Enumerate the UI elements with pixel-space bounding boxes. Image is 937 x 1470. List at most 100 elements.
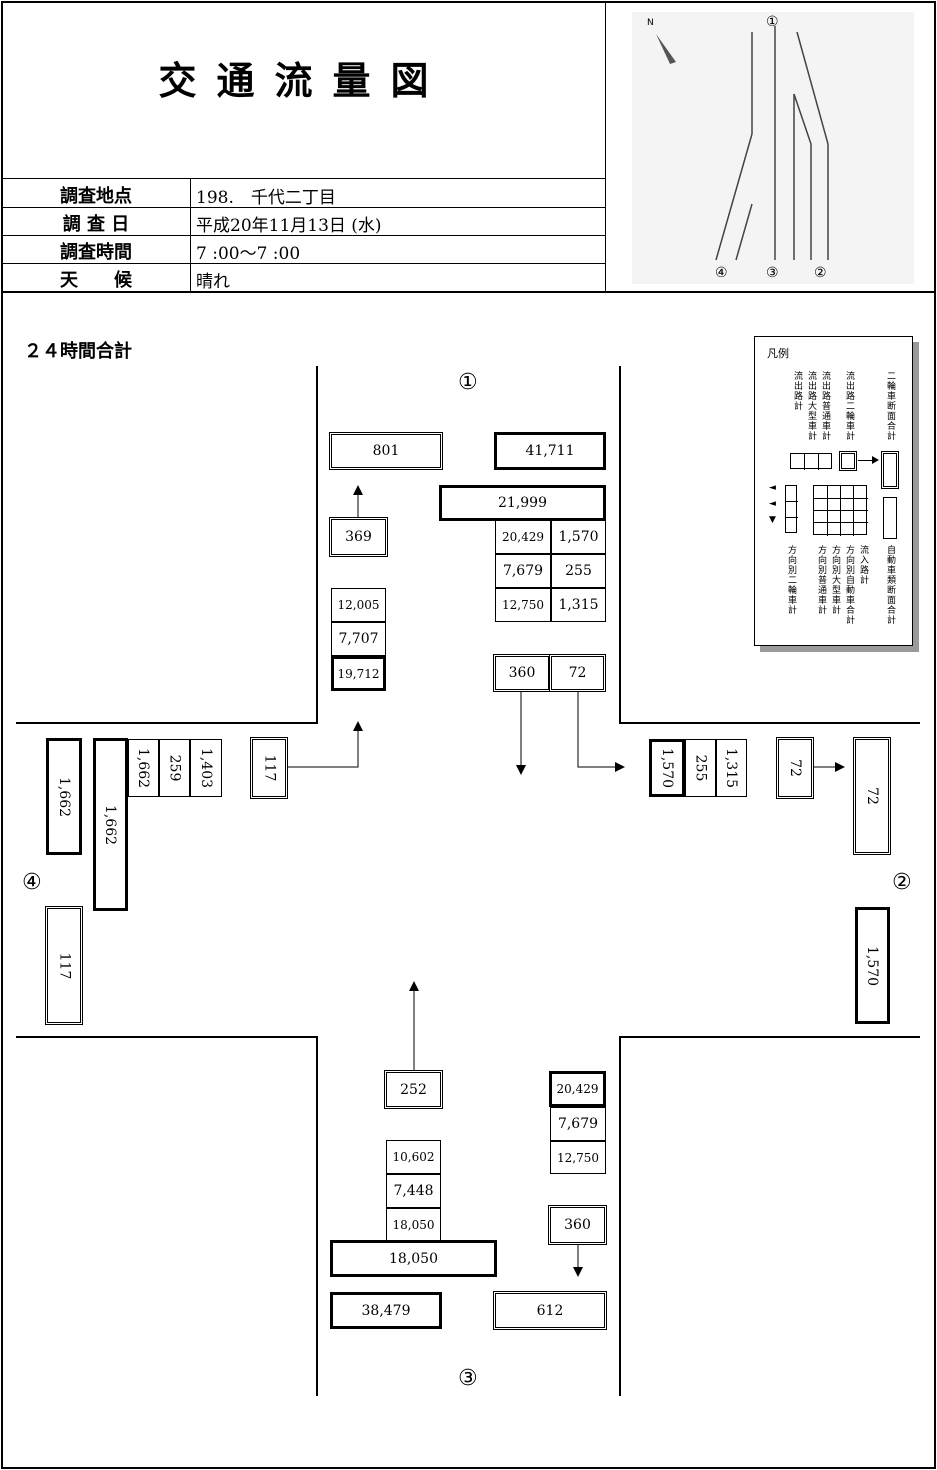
east-inflow-value: 1,570 [659, 747, 675, 789]
west-inflow-total-box: 1,662 [93, 738, 128, 911]
legend-arrow-line [858, 460, 874, 461]
west-turn-value: 117 [260, 754, 277, 782]
legend-label: 流出路二輪車計 [844, 371, 854, 441]
south-inflow-total-box: 18,050 [330, 1240, 497, 1277]
weather-label: 天 候 [60, 270, 132, 291]
header-rule [2, 178, 605, 179]
south-stack-left-cell: 7,448 [386, 1174, 441, 1208]
legend-sample-grid [813, 485, 868, 536]
legend-label: 自動車類断面合計 [885, 545, 895, 625]
west-stack-value: 1,662 [135, 747, 152, 789]
legend-box: 凡例 流出路計 流出路大型車計 流出路普通車計 流出路二輪車計 二輪車断面合計 … [754, 336, 913, 646]
north-grid-cell: 7,679 [495, 554, 551, 588]
east-turn-2wheel-box: 72 [776, 737, 814, 799]
west-section-value: 117 [55, 952, 72, 979]
legend-left-arrow-icon: ◄ [769, 499, 776, 509]
west-turn-2wheel-box: 117 [250, 737, 288, 799]
south-stack-right-total: 20,429 [549, 1071, 606, 1107]
legend-label: 二輪車断面合計 [885, 371, 895, 441]
south-stack-left-cell: 10,602 [386, 1140, 441, 1174]
east-inflow-value: 1,315 [723, 747, 740, 789]
south-outflow-2wheel-box: 612 [493, 1291, 607, 1330]
west-section-2wheel-box: 117 [45, 906, 83, 1025]
legend-label: 流出路計 [792, 371, 802, 411]
legend-label: 流出路大型車計 [806, 371, 816, 441]
east-inflow-stack-cell: 1,315 [716, 739, 747, 797]
approach-label-east: ② [892, 870, 912, 895]
west-outflow-value: 1,662 [56, 776, 72, 817]
north-grid-cell: 255 [551, 554, 606, 588]
legend-arrow-icon [872, 456, 879, 464]
legend-label: 流出路普通車計 [820, 371, 830, 441]
east-inflow-value: 255 [692, 754, 709, 782]
north-2wheel-turn-box: 369 [329, 517, 388, 557]
legend-label: 方向別二輪車計 [786, 545, 796, 615]
legend-label: 流入路計 [858, 545, 868, 585]
map-roads-svg [656, 26, 829, 261]
south-turn-2wheel-right-box: 360 [548, 1205, 607, 1245]
section-title: ２４時間合計 [24, 341, 132, 362]
west-outflow-2wheel-box: 1,662 [46, 738, 82, 855]
legend-sample-2wheel [839, 451, 857, 471]
south-section-total-box: 38,479 [330, 1292, 442, 1329]
road-edge [619, 366, 621, 724]
east-outflow-value: 72 [863, 787, 880, 805]
approach-label-south: ③ [458, 1366, 478, 1391]
header-rule [2, 263, 605, 264]
page-title: 交通流量図 [158, 59, 449, 103]
header-rule [2, 235, 605, 236]
east-section-value: 1,570 [864, 945, 881, 986]
date-label: 調 査 日 [62, 214, 130, 235]
north-inflow-total-box: 21,999 [439, 485, 606, 521]
north-section-total-box: 41,711 [494, 432, 606, 470]
legend-down-arrow-icon: ▼ [769, 515, 776, 525]
south-stack-right-cell: 12,750 [550, 1141, 606, 1174]
west-stack-value: 259 [166, 754, 183, 782]
north-outflow-2wheel-box: 801 [329, 432, 443, 470]
map-road-1: ① [766, 14, 779, 30]
location-map: N ① ② ③ ④ [632, 12, 914, 284]
legend-label: 方向別普通車計 [816, 545, 826, 615]
map-road-2: ② [814, 265, 827, 281]
north-turn-2wheel-box: 360 [493, 654, 551, 692]
road-edge [619, 1036, 920, 1038]
legend-label: 方向別大型車計 [830, 545, 840, 615]
time-label: 調査時間 [60, 242, 132, 263]
north-grid-cell: 1,570 [551, 520, 606, 554]
north-turn-2wheel-box: 72 [549, 654, 606, 692]
time-value: 7 :00～7 :00 [196, 244, 301, 264]
date-value: 平成20年11月13日 (水) [196, 216, 382, 236]
legend-sample-outflow [790, 453, 832, 470]
approach-label-west: ④ [22, 870, 42, 895]
road-edge [16, 1036, 318, 1038]
header-rule [2, 207, 605, 208]
road-edge [316, 366, 318, 724]
north-grid-cell: 12,750 [495, 588, 551, 622]
west-inflow-value: 1,662 [102, 804, 119, 845]
east-turn-value: 72 [786, 759, 803, 777]
location-label: 調査地点 [60, 186, 132, 207]
west-stack-value: 1,403 [198, 747, 214, 789]
header-col-divider [190, 178, 191, 291]
map-road-3: ③ [766, 265, 779, 281]
south-stack-left-cell: 18,050 [386, 1208, 441, 1241]
south-turn-2wheel-box: 252 [384, 1070, 443, 1109]
north-grid-cell: 20,429 [495, 520, 551, 554]
weather-value: 晴れ [196, 272, 230, 292]
legend-sample-direction-2wheel [785, 485, 798, 533]
header-divider [605, 2, 606, 292]
north-outflow-stack-total: 19,712 [331, 656, 386, 691]
north-grid-cell: 1,315 [551, 588, 606, 622]
legend-left-arrow-icon: ◄ [769, 483, 776, 493]
north-label: N [647, 18, 654, 28]
north-outflow-stack-cell: 12,005 [331, 588, 386, 622]
road-edge [619, 1036, 621, 1396]
south-stack-right-cell: 7,679 [550, 1107, 606, 1141]
map-road-4: ④ [715, 265, 728, 281]
legend-title: 凡例 [767, 347, 789, 360]
west-stack-cell: 1,403 [190, 739, 222, 797]
west-stack-cell: 1,662 [128, 739, 159, 797]
header-bottom-rule [1, 291, 936, 293]
east-outflow-2wheel-box: 72 [853, 737, 891, 855]
